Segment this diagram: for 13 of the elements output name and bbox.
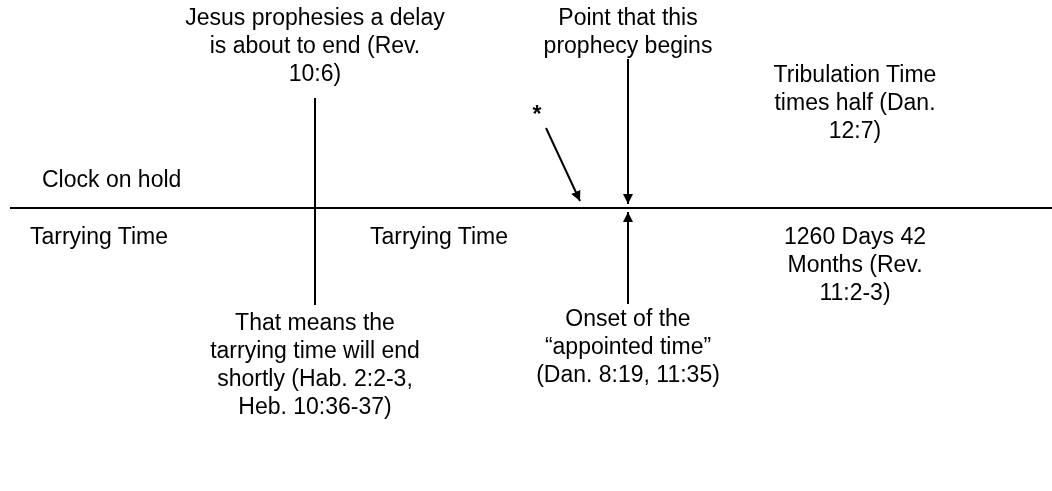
- period-note: Tribulation Time times half (Dan. 12:7): [772, 60, 938, 144]
- period-label: Tarrying Time: [30, 222, 170, 250]
- event-note: That means the tarrying time will end shortly (Hab. 2:2-3, Heb. 10:36-37): [209, 308, 421, 420]
- event-label: Onset of the “appointed time” (Dan. 8:19, 11:35): [518, 304, 738, 388]
- arrow: [545, 127, 581, 202]
- period-note: 1260 Days 42 Months (Rev. 11:2-3): [783, 222, 927, 306]
- timeline-label: Clock on hold: [42, 165, 183, 193]
- arrow: [623, 58, 633, 205]
- event-note: Jesus prophesies a delay is about to end (Rev. 10:6): [185, 3, 445, 87]
- asterisk-mark: *: [528, 100, 546, 128]
- event-label: Point that this prophecy begins: [538, 3, 718, 59]
- arrow: [623, 211, 633, 305]
- period-label: Tarrying Time: [370, 222, 510, 250]
